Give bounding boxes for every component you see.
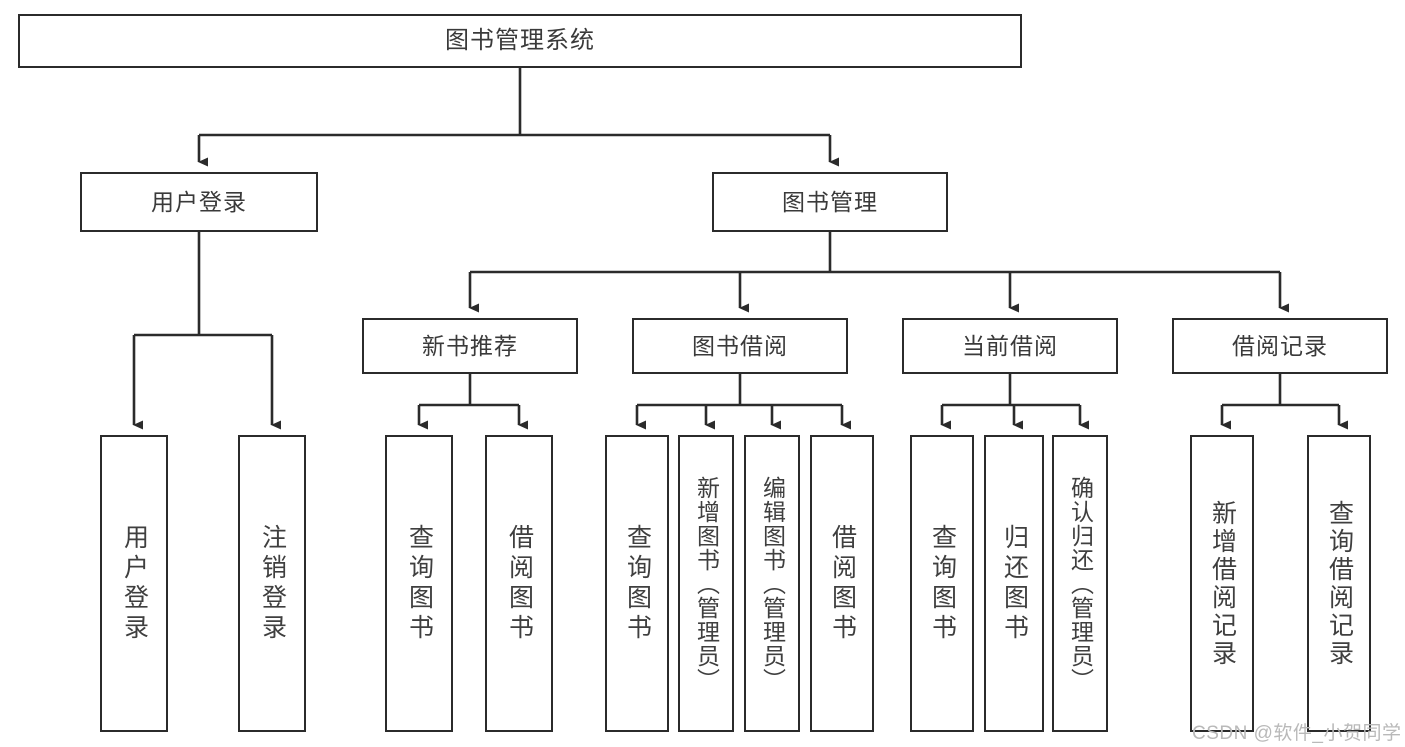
node-book-borrow[interactable]: 图书借阅: [632, 318, 848, 374]
node-leaf-query-book-2[interactable]: 查询图书: [605, 435, 669, 732]
node-leaf-edit-book[interactable]: 编辑图书（管理员）: [744, 435, 800, 732]
node-leaf-user-login[interactable]: 用户登录: [100, 435, 168, 732]
node-leaf-borrow-book-2-label: 借阅图书: [828, 523, 857, 644]
node-leaf-add-book[interactable]: 新增图书（管理员）: [678, 435, 734, 732]
node-book-management[interactable]: 图书管理: [712, 172, 948, 232]
node-leaf-user-logout[interactable]: 注销登录: [238, 435, 306, 732]
node-leaf-query-book-2-label: 查询图书: [623, 523, 652, 644]
node-leaf-confirm-return[interactable]: 确认归还（管理员）: [1052, 435, 1108, 732]
node-book-borrow-label: 图书借阅: [692, 332, 788, 359]
node-leaf-query-book-3-label: 查询图书: [928, 523, 957, 644]
node-leaf-borrow-book-1-label: 借阅图书: [505, 523, 534, 644]
node-borrow-record[interactable]: 借阅记录: [1172, 318, 1388, 374]
node-leaf-add-book-label: 新增图书（管理员）: [693, 475, 720, 692]
node-leaf-add-borrow-record[interactable]: 新增借阅记录: [1190, 435, 1254, 732]
node-root-label: 图书管理系统: [445, 27, 595, 54]
node-leaf-user-login-label: 用户登录: [120, 523, 149, 644]
node-leaf-edit-book-label: 编辑图书（管理员）: [759, 475, 786, 692]
node-leaf-confirm-return-label: 确认归还（管理员）: [1067, 475, 1094, 692]
watermark: CSDN @软件_小贺同学: [1192, 723, 1402, 744]
node-borrow-record-label: 借阅记录: [1232, 332, 1328, 359]
node-leaf-borrow-book-1[interactable]: 借阅图书: [485, 435, 553, 732]
node-new-book-recommend[interactable]: 新书推荐: [362, 318, 578, 374]
node-leaf-user-logout-label: 注销登录: [258, 523, 287, 644]
node-leaf-query-borrow-record-label: 查询借阅记录: [1325, 499, 1354, 668]
node-leaf-borrow-book-2[interactable]: 借阅图书: [810, 435, 874, 732]
node-leaf-add-borrow-record-label: 新增借阅记录: [1208, 499, 1237, 668]
node-current-borrow-label: 当前借阅: [962, 332, 1058, 359]
node-root[interactable]: 图书管理系统: [18, 14, 1022, 68]
node-leaf-query-borrow-record[interactable]: 查询借阅记录: [1307, 435, 1371, 732]
node-new-book-recommend-label: 新书推荐: [422, 332, 518, 359]
node-current-borrow[interactable]: 当前借阅: [902, 318, 1118, 374]
node-book-management-label: 图书管理: [782, 188, 878, 215]
node-leaf-query-book-1-label: 查询图书: [405, 523, 434, 644]
node-leaf-return-book[interactable]: 归还图书: [984, 435, 1044, 732]
node-leaf-return-book-label: 归还图书: [1000, 523, 1029, 644]
node-leaf-query-book-3[interactable]: 查询图书: [910, 435, 974, 732]
node-user-login[interactable]: 用户登录: [80, 172, 318, 232]
node-user-login-label: 用户登录: [151, 188, 247, 215]
node-leaf-query-book-1[interactable]: 查询图书: [385, 435, 453, 732]
